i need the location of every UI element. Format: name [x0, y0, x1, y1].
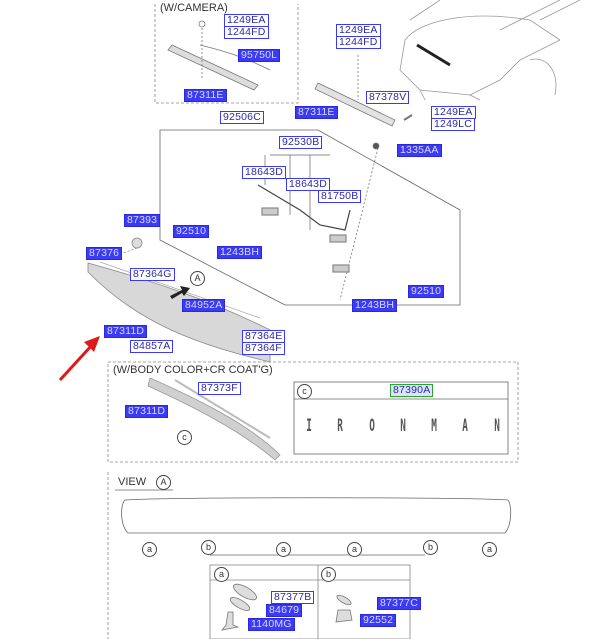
detail-b-ref-circle: b	[321, 567, 336, 582]
part-label-18643D[interactable]: 18643D	[286, 178, 330, 191]
camera-garnish-drawing	[167, 20, 271, 91]
body-color-section-caption: (W/BODY COLOR+CR COAT'G)	[113, 364, 273, 376]
part-label-92530B[interactable]: 92530B	[279, 136, 323, 149]
part-label-95750L[interactable]: 95750L	[238, 49, 281, 62]
camera-section-caption: (W/CAMERA)	[160, 2, 228, 14]
part-label-87373F[interactable]: 87373F	[198, 382, 241, 395]
part-label-92552[interactable]: 92552	[360, 614, 397, 627]
part-label-87377B[interactable]: 87377B	[271, 591, 315, 604]
part-label-87311E[interactable]: 87311E	[295, 106, 338, 119]
part-label-1249LC[interactable]: 1249LC	[431, 118, 475, 131]
part-label-84952A[interactable]: 84952A	[182, 299, 226, 312]
body-color-section-border	[107, 361, 519, 463]
wiring-assy-outline	[159, 129, 461, 306]
part-label-1140MG[interactable]: 1140MG	[248, 618, 295, 631]
vehicle-sketch	[399, 0, 581, 101]
view-callout-a: a	[347, 542, 362, 557]
view-callout-b: b	[201, 540, 216, 555]
emblem-box	[293, 381, 509, 455]
view-direction-arrow	[170, 286, 190, 299]
part-label-87311E[interactable]: 87311E	[184, 89, 227, 102]
part-label-87376[interactable]: 87376	[86, 247, 123, 260]
emblem-letter: N	[493, 416, 500, 436]
part-label-1244FD[interactable]: 1244FD	[224, 26, 269, 39]
emblem-letter: O	[368, 416, 375, 436]
camera-section-border	[154, 4, 299, 104]
view-a-drawing	[115, 489, 512, 556]
part-label-87378V[interactable]: 87378V	[366, 91, 410, 104]
view-callout-b: b	[423, 540, 438, 555]
part-label-87311D-highlighted[interactable]: 87311D	[104, 325, 148, 338]
part-label-18643D[interactable]: 18643D	[242, 166, 286, 179]
part-label-87390A[interactable]: 87390A	[390, 384, 434, 397]
part-label-1244FD[interactable]: 1244FD	[336, 36, 381, 49]
emblem-letter: R	[337, 416, 344, 436]
emblem-letter: N	[400, 416, 406, 436]
emblem-letters: I R O N M A N	[296, 400, 510, 452]
upper-garnish-drawing	[314, 55, 413, 301]
part-label-87311D[interactable]: 87311D	[125, 405, 169, 418]
emblem-box-ref-circle: c	[297, 384, 312, 399]
view-callout-a: a	[276, 542, 291, 557]
part-label-1243BH[interactable]: 1243BH	[352, 299, 398, 312]
emblem-ref-circle: c	[177, 430, 192, 445]
emblem-letter: M	[431, 416, 438, 436]
part-label-81750B[interactable]: 81750B	[318, 190, 362, 203]
part-label-92510[interactable]: 92510	[408, 285, 445, 298]
direction-ref-circle: A	[190, 271, 205, 286]
part-label-1249EA[interactable]: 1249EA	[336, 24, 381, 37]
part-label-1243BH[interactable]: 1243BH	[217, 246, 263, 259]
red-pointer-arrow	[58, 336, 100, 382]
detail-a-ref-circle: a	[214, 567, 229, 582]
part-label-87364F[interactable]: 87364F	[242, 342, 285, 355]
part-label-92510[interactable]: 92510	[173, 225, 210, 238]
view-title: VIEW	[118, 476, 147, 488]
part-label-87364G[interactable]: 87364G	[130, 268, 175, 281]
part-label-87393[interactable]: 87393	[124, 214, 161, 227]
part-label-84857A[interactable]: 84857A	[130, 340, 174, 353]
view-callout-a: a	[142, 542, 157, 557]
part-label-1335AA[interactable]: 1335AA	[397, 144, 442, 157]
view-callout-a: a	[482, 542, 497, 557]
view-ref-circle: A	[156, 475, 171, 490]
emblem-letter: I	[306, 416, 312, 436]
emblem-letter: A	[462, 416, 469, 436]
body-color-garnish-drawing	[147, 377, 281, 461]
part-label-84679[interactable]: 84679	[266, 604, 303, 617]
part-label-92506C[interactable]: 92506C	[220, 111, 264, 124]
part-label-87377C[interactable]: 87377C	[377, 597, 421, 610]
